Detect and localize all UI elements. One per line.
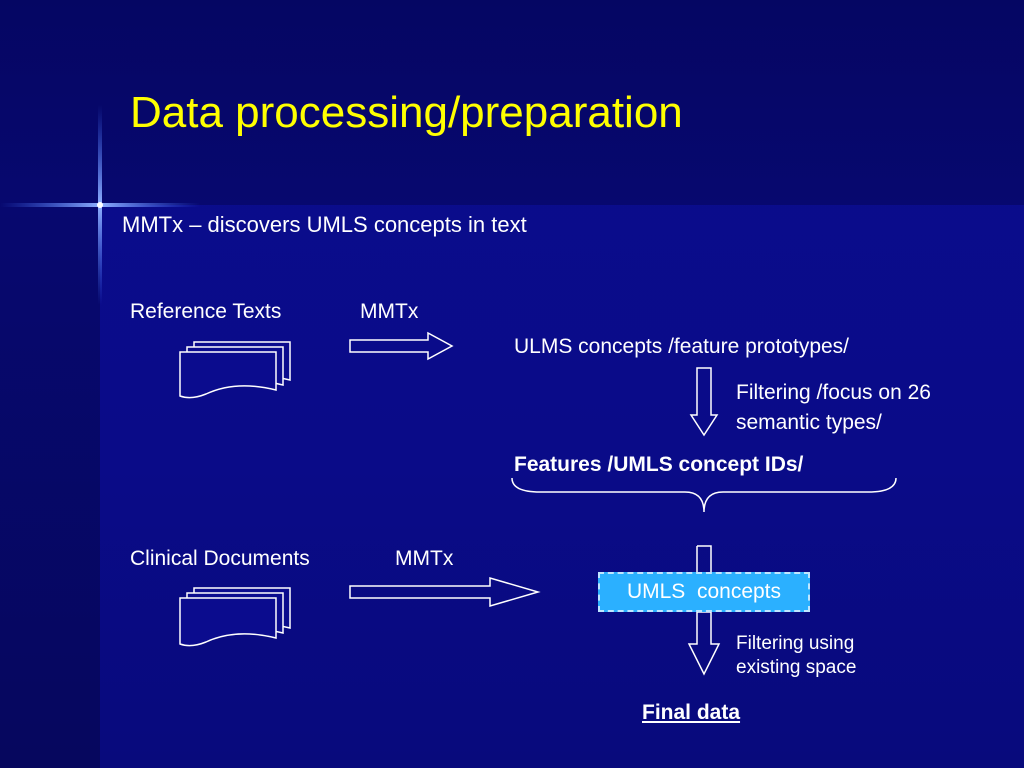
curly-brace-icon [511,477,897,513]
header-band [0,0,1024,205]
mmtx-label: MMTx [360,300,419,323]
ulms-concepts-label: ULMS concepts /feature prototypes/ [514,335,850,358]
clinical-documents-label: Clinical Documents [130,547,310,570]
slide-subtitle: MMTx – discovers UMLS concepts in text [122,212,527,237]
slide-title: Data processing/preparation [130,88,683,137]
filtering-focus-label: Filtering /focus on 26 semantic types/ [736,381,931,434]
down-arrow-icon [689,367,719,437]
left-band [0,205,100,768]
down-arrow-icon [687,611,721,676]
connector-arrow-icon [696,545,712,572]
right-arrow-icon [349,331,454,361]
reference-texts-label: Reference Texts [130,300,282,323]
document-stack-icon [179,587,291,647]
umls-concepts-box: UMLS concepts [598,572,810,612]
document-stack-icon [179,341,291,399]
final-data-label: Final data [642,701,741,724]
mmtx-label: MMTx [395,547,454,570]
filtering-existing-label: Filtering using existing space [736,633,857,678]
right-arrow-icon [349,577,541,607]
features-label: Features /UMLS concept IDs/ [514,453,804,476]
